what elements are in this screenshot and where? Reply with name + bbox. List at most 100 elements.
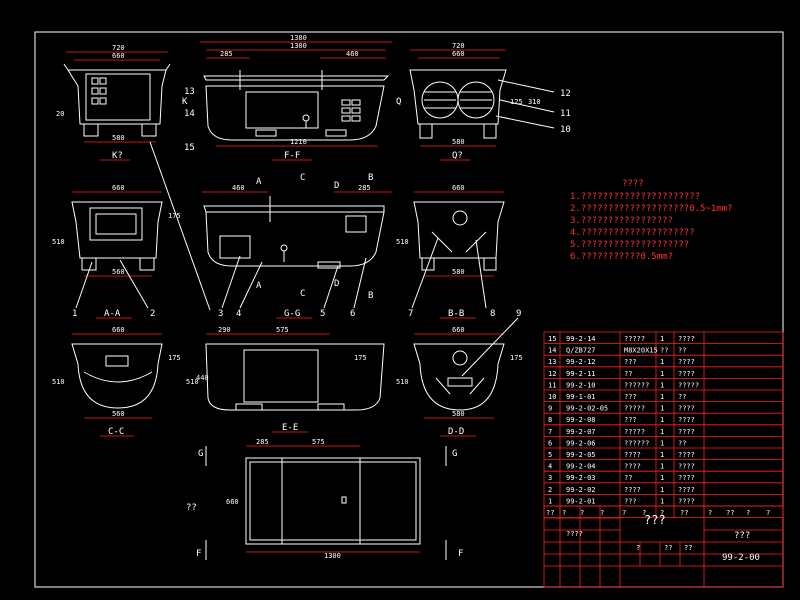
mesh-lines xyxy=(424,91,492,109)
bom-cell: ???? xyxy=(624,463,641,471)
bom-cell: 1 xyxy=(660,416,664,424)
svg-text:2.????????????????????0.5~1mm?: 2.????????????????????0.5~1mm? xyxy=(570,204,733,214)
svg-text:Q: Q xyxy=(396,97,401,107)
sheet-border xyxy=(34,31,784,588)
bom-cell: 9 xyxy=(548,405,552,413)
svg-text:8: 8 xyxy=(490,309,495,319)
svg-text:5.????????????????????: 5.???????????????????? xyxy=(570,240,689,250)
svg-text:560: 560 xyxy=(112,268,125,276)
bom-cell: 12 xyxy=(548,370,556,378)
svg-text:285: 285 xyxy=(358,184,371,192)
bom-cell: 99-2-05 xyxy=(566,451,596,459)
svg-text:1300: 1300 xyxy=(324,552,341,560)
svg-text:4: 4 xyxy=(236,309,241,319)
svg-text:1210: 1210 xyxy=(290,138,307,146)
bom-cell: ???? xyxy=(678,486,695,494)
svg-text:1300: 1300 xyxy=(290,42,307,50)
svg-text:440: 440 xyxy=(196,374,209,382)
view-label-q: Q? xyxy=(452,151,463,161)
bom-header-cell: ? xyxy=(708,509,712,517)
bom-cell: M8X20X15 xyxy=(624,347,658,355)
bom-cell: ???? xyxy=(678,428,695,436)
bom-cell: ?? xyxy=(624,474,632,482)
svg-text:510: 510 xyxy=(52,378,65,386)
bom-cell: ?? xyxy=(624,370,632,378)
technical-notes: ???? 1.?????????????????????? 2.????????… xyxy=(570,179,733,262)
svg-text:14: 14 xyxy=(184,109,195,119)
svg-text:285: 285 xyxy=(220,50,233,58)
drawing-unit: ??? xyxy=(734,531,750,541)
svg-text:660: 660 xyxy=(452,184,465,192)
svg-text:G: G xyxy=(452,449,457,459)
svg-text:560: 560 xyxy=(112,410,125,418)
bom-cell: 11 xyxy=(548,381,556,389)
bom-cell: 4 xyxy=(548,463,552,471)
bom-cell: 1 xyxy=(660,393,664,401)
view-ee: 290 575 175 510 440 E-E xyxy=(186,326,385,433)
bom-cell: 1 xyxy=(660,451,664,459)
svg-text:??: ?? xyxy=(684,544,692,552)
svg-text:2: 2 xyxy=(150,309,155,319)
bom-cell: ??? xyxy=(624,416,637,424)
view-label-bb: B-B xyxy=(448,309,464,319)
bom-cell: 1 xyxy=(660,486,664,494)
bom-cell: 10 xyxy=(548,393,556,401)
bom-cell: ?? xyxy=(678,439,686,447)
bom-cell: ???? xyxy=(624,486,641,494)
svg-text:????: ???? xyxy=(566,530,583,538)
bom-cell: 1 xyxy=(548,497,552,505)
bom-header-cell: ?? xyxy=(546,509,554,517)
bom-cell: 5 xyxy=(548,451,552,459)
bom-cell: ???? xyxy=(678,463,695,471)
bom-cell: ??? xyxy=(624,393,637,401)
svg-text:1: 1 xyxy=(72,309,77,319)
svg-text:D: D xyxy=(334,279,339,289)
bom-cell: 99-2-12 xyxy=(566,358,596,366)
svg-text:20: 20 xyxy=(56,110,64,118)
bom-header-cell: ?? xyxy=(680,509,688,517)
svg-text:285: 285 xyxy=(256,438,269,446)
svg-text:13: 13 xyxy=(184,87,195,97)
bom-cell: 99-2-02-05 xyxy=(566,405,608,413)
bom-cell: 1 xyxy=(660,358,664,366)
svg-text:720: 720 xyxy=(452,42,465,50)
svg-text:??: ?? xyxy=(664,544,672,552)
svg-text:510: 510 xyxy=(396,238,409,246)
bom-header-cell: ? xyxy=(642,509,646,517)
svg-text:A: A xyxy=(256,177,262,187)
view-label-ff: F-F xyxy=(284,151,300,161)
svg-text:5: 5 xyxy=(320,309,325,319)
svg-text:3.?????????????????: 3.????????????????? xyxy=(570,216,673,226)
bom-cell: 1 xyxy=(660,439,664,447)
bom-cell: ?? xyxy=(678,393,686,401)
bom-cell: 8 xyxy=(548,416,552,424)
svg-text:1380: 1380 xyxy=(290,34,307,42)
bom-cell: ???? xyxy=(624,451,641,459)
leader-line xyxy=(149,141,211,311)
bom-cell: 3 xyxy=(548,474,552,482)
bom-cell: ?????? xyxy=(624,381,649,389)
view-label-dd: D-D xyxy=(448,427,464,437)
bom-cell: 14 xyxy=(548,347,556,355)
bom-cell: ?? xyxy=(678,347,686,355)
svg-text:510: 510 xyxy=(186,378,199,386)
bom-cell: ????? xyxy=(624,428,645,436)
view-label-ee: E-E xyxy=(282,423,298,433)
bom-header-cell: ? xyxy=(580,509,584,517)
svg-text:660: 660 xyxy=(112,52,125,60)
ventilation-grid xyxy=(91,77,107,105)
bom-cell: 6 xyxy=(548,439,552,447)
svg-text:175: 175 xyxy=(168,212,181,220)
bom-cell: 1 xyxy=(660,474,664,482)
view-cc: 660 560 510 175 C-C xyxy=(52,326,181,437)
svg-text:F: F xyxy=(196,549,201,559)
bom-cell: ???? xyxy=(678,405,695,413)
svg-text:11: 11 xyxy=(560,109,571,119)
view-q: 720 660 580 12 11 10 125 310 Q? xyxy=(409,42,571,161)
bom-cell: 13 xyxy=(548,358,556,366)
bom-cell: ???? xyxy=(678,497,695,505)
bom-cell: ????? xyxy=(678,381,699,389)
bom-cell: ??? xyxy=(624,358,637,366)
